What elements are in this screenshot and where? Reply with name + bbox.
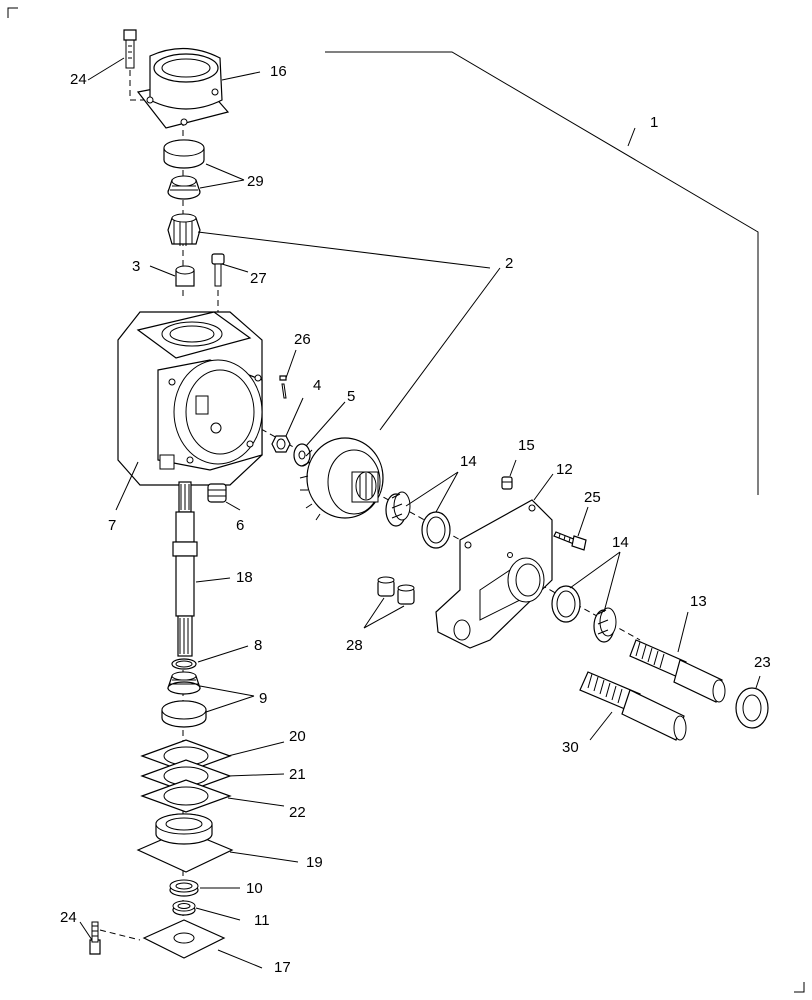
callout-29: 29: [247, 173, 264, 190]
callout-19: 19: [306, 854, 323, 871]
upper-flange: [136, 47, 230, 129]
castle-nut: [271, 435, 291, 453]
bottom-plate: [142, 919, 226, 959]
callout-17: 17: [274, 959, 291, 976]
output-shaft-long: [579, 671, 687, 741]
callout-11: 11: [254, 912, 270, 929]
cotter-pin: [279, 375, 287, 399]
fill-plug: [501, 476, 513, 490]
dowel-right: [397, 584, 415, 605]
callout-25: 25: [584, 489, 601, 506]
cover-bolt: [553, 531, 587, 551]
bearing-cone-right: [593, 607, 617, 643]
callout-4: 4: [313, 377, 321, 394]
callout-14a: 14: [460, 453, 477, 470]
input-shaft: [172, 481, 198, 657]
bolt-top: [123, 29, 148, 101]
callout-3: 3: [132, 258, 140, 275]
callout-7: 7: [108, 517, 116, 534]
callout-22: 22: [289, 804, 306, 821]
callout-23: 23: [754, 654, 771, 671]
assembly-bracket: [325, 51, 759, 495]
dowel-left: [377, 576, 395, 597]
callout-30: 30: [562, 739, 579, 756]
callout-26: 26: [294, 331, 311, 348]
bearing-cup-lower: [161, 700, 207, 728]
output-shaft-short: [629, 639, 726, 703]
bearing-cone-left: [385, 491, 411, 527]
callout-21: 21: [289, 766, 306, 783]
bearing-cone-upper: [167, 175, 201, 200]
callout-13: 13: [690, 593, 707, 610]
oil-seal: [169, 879, 199, 897]
callout-labels: 1 2 3 4 5 6 7 8 9 10 11 12 13 14 14 15 1…: [60, 63, 771, 976]
gasket-middle: [140, 759, 232, 793]
pinion-gear: [167, 213, 201, 246]
callout-2: 2: [505, 255, 513, 272]
callout-24a: 24: [70, 71, 87, 88]
corner-mark-bottom-right: [794, 982, 805, 993]
bearing-retainer: [136, 813, 234, 873]
washer: [293, 443, 311, 467]
callout-27: 27: [250, 270, 267, 287]
drain-plug: [207, 483, 227, 503]
bearing-cup-upper: [163, 139, 205, 169]
callout-10: 10: [246, 880, 263, 897]
callout-24b: 24: [60, 909, 77, 926]
dowel-pin: [211, 253, 225, 287]
bearing-cup-left: [421, 511, 451, 549]
side-cover: [435, 499, 553, 649]
callout-15: 15: [518, 437, 535, 454]
dust-seal: [172, 900, 196, 916]
callout-16: 16: [270, 63, 287, 80]
callout-12: 12: [556, 461, 573, 478]
bearing-cone-lower: [167, 671, 201, 695]
callout-18: 18: [236, 569, 253, 586]
bearing-cup-right: [551, 585, 581, 623]
callout-28: 28: [346, 637, 363, 654]
callout-9: 9: [259, 690, 267, 707]
leader-lines: [79, 57, 761, 969]
seal-ring: [735, 687, 769, 729]
output-axis-line: [199, 394, 641, 641]
callout-6: 6: [236, 517, 244, 534]
callout-20: 20: [289, 728, 306, 745]
snap-ring: [171, 658, 197, 670]
callout-14b: 14: [612, 534, 629, 551]
callout-8: 8: [254, 637, 262, 654]
corner-mark-top-left: [7, 7, 18, 18]
callout-5: 5: [347, 388, 355, 405]
gasket-lower: [140, 779, 232, 813]
bushing: [175, 265, 195, 287]
bevel-gear: [299, 437, 384, 521]
bolt-bottom: [89, 921, 141, 955]
gearbox-housing: [117, 311, 263, 486]
callout-1: 1: [650, 114, 658, 131]
